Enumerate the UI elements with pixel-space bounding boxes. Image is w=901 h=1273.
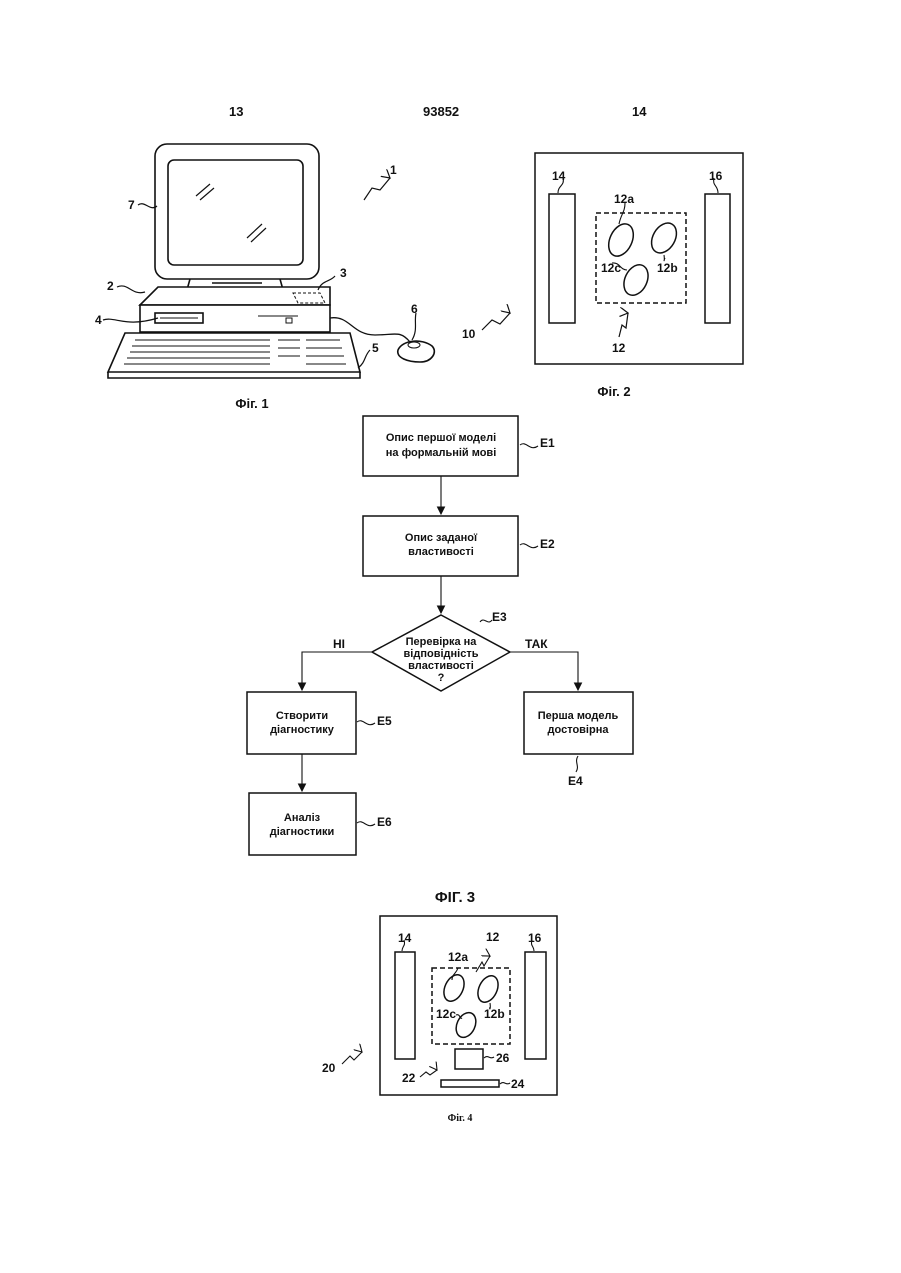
e6-id: E6 [377,815,392,829]
e3-line4: ? [438,672,445,684]
fig2-frame [535,153,743,364]
arrow-e3-e4 [510,652,578,690]
no-label: НІ [333,637,345,651]
fig1-computer [108,144,434,378]
fig2-ref-16: 16 [709,169,723,183]
fig4-ref-12b: 12b [484,1007,505,1021]
step-e5-box [247,692,356,754]
fig2-block-16 [705,194,730,323]
fig4-diagram [342,916,557,1095]
fig2-ref-12b: 12b [657,261,678,275]
e4-line2: достовірна [548,724,610,736]
e3-line1: Перевірка на [406,636,478,648]
fig1-caption: Фіг. 1 [235,396,268,411]
fig2-element-12a [604,220,638,260]
fig4-box-26 [455,1049,483,1069]
fig4-ref-12c: 12c [436,1007,456,1021]
fig3-texts: Опис першої моделі на формальній мові E1… [270,432,619,838]
fig4-ref-20: 20 [322,1061,336,1075]
fig4-ref-26: 26 [496,1051,510,1065]
fig2-diagram [482,153,743,364]
yes-label: ТАК [525,637,548,651]
fig2-ref-12: 12 [612,341,626,355]
e5-line1: Створити [276,710,328,722]
keyboard [108,333,360,378]
e3-line3: властивості [408,660,474,672]
fig2-ref-labels: 14 16 12a 12c 12b 12 10 [462,169,723,355]
ref-2: 2 [107,279,114,293]
arrow-e3-e5 [302,652,372,690]
fig2-element-12b [646,219,681,258]
fig4-ref-14: 14 [398,931,412,945]
fig4-ref-22: 22 [402,1071,416,1085]
e6-line1: Аналіз [284,812,321,824]
e1-id: E1 [540,436,555,450]
fig2-ref-12c: 12c [601,261,621,275]
fig4-bar-24 [441,1080,499,1087]
fig2-block-14 [549,194,575,323]
ref-6: 6 [411,302,418,316]
fig2-ref-12a: 12a [614,192,634,206]
e1-line1: Опис першої моделі [386,432,496,444]
fig4-block-14 [395,952,415,1059]
e2-id: E2 [540,537,555,551]
fig2-model-boundary [596,213,686,303]
e1-line2: на формальній мові [386,447,497,459]
fig4-caption: Фіг. 4 [448,1113,473,1124]
e4-line1: Перша модель [538,710,619,722]
e3-line2: відповідність [404,648,479,660]
e2-line2: властивості [408,546,474,558]
fig4-element-12c [452,1009,479,1040]
fig4-ref-12: 12 [486,930,500,944]
fig4-element-12a [440,972,468,1005]
e3-id: E3 [492,610,507,624]
e5-id: E5 [377,714,392,728]
fig2-element-12c [619,261,652,299]
ref-7: 7 [128,198,135,212]
step-e1-box [363,416,518,476]
monitor [155,144,319,297]
e4-id: E4 [568,774,583,788]
e6-line2: діагностики [270,826,335,838]
fig4-element-12b [474,973,502,1006]
fig2-ref-14: 14 [552,169,566,183]
fig4-ref-12a: 12a [448,950,468,964]
system-unit [140,287,330,332]
ref-3: 3 [340,266,347,280]
ref-5: 5 [372,341,379,355]
e5-line2: діагностику [270,724,335,736]
step-e4-box [524,692,633,754]
fig4-block-16 [525,952,546,1059]
fig4-ref-24: 24 [511,1077,525,1091]
fig4-ref-16: 16 [528,931,542,945]
fig2-ref-10: 10 [462,327,476,341]
ref-1: 1 [390,163,397,177]
ref-4: 4 [95,313,102,327]
e2-line1: Опис заданої [405,532,478,544]
fig3-caption: ФІГ. 3 [435,889,475,906]
fig2-caption: Фіг. 2 [597,384,630,399]
step-e6-box [249,793,356,855]
mouse [398,341,435,362]
